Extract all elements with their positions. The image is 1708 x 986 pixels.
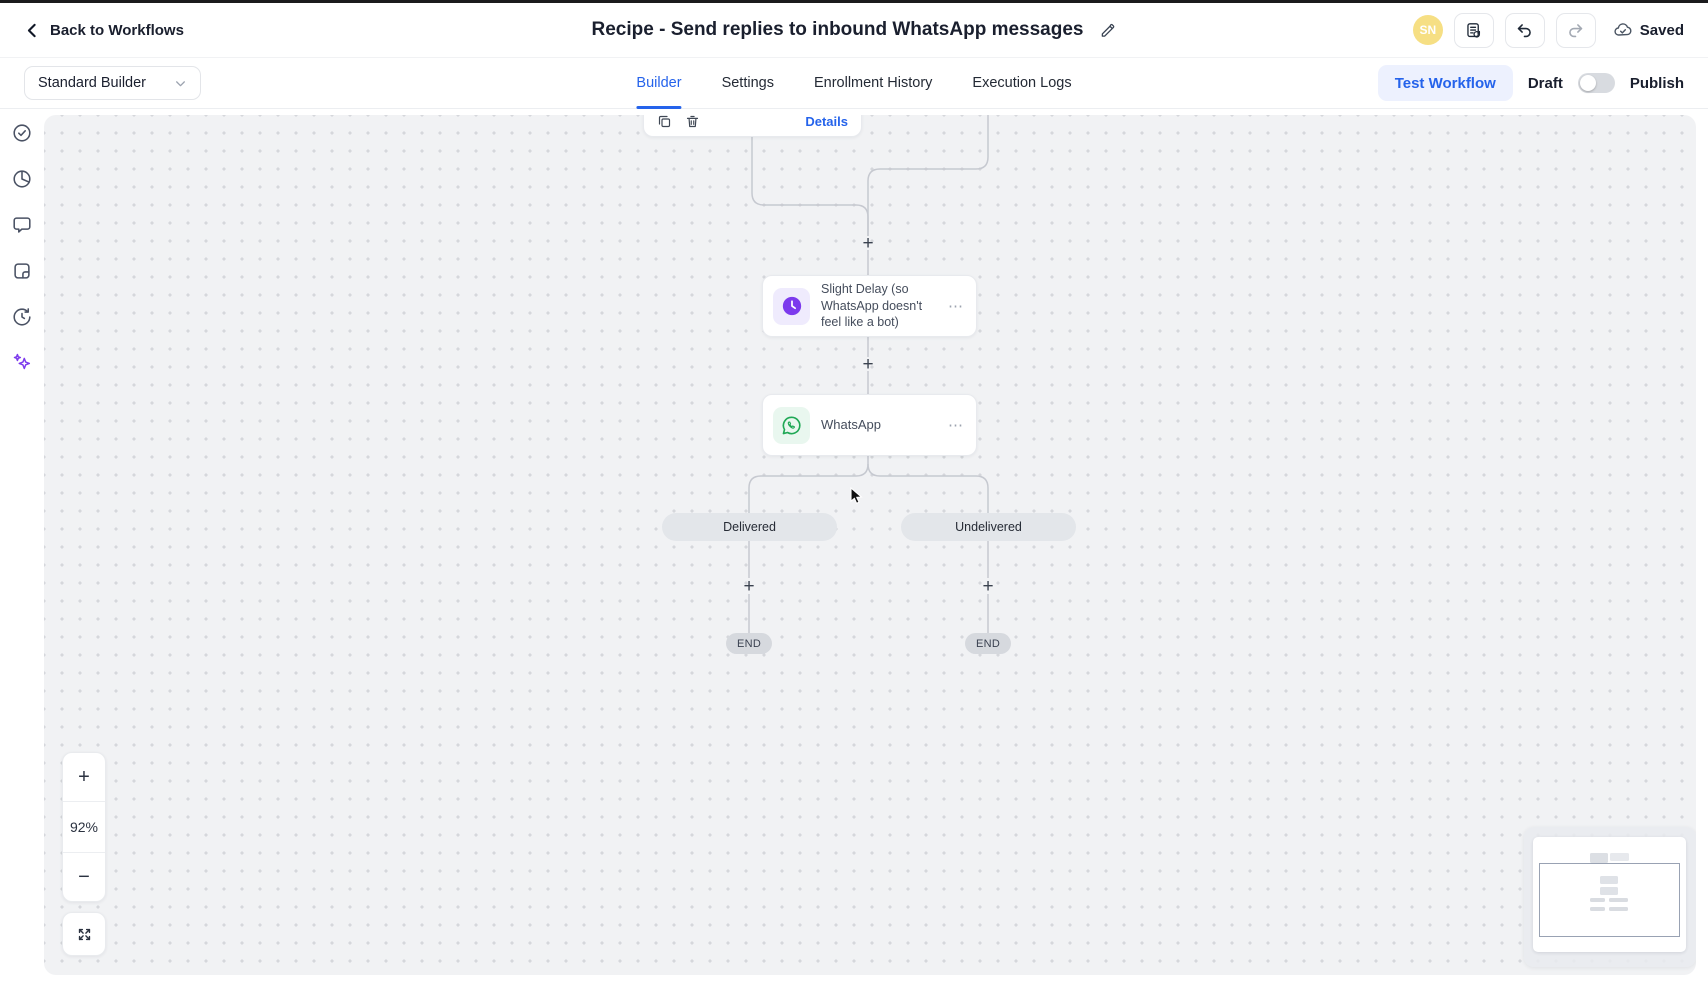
minimap-node (1600, 887, 1618, 895)
saved-label: Saved (1639, 21, 1684, 39)
minimap-node (1600, 876, 1618, 884)
end-node: END (726, 633, 772, 654)
node-menu-button[interactable]: ⋯ (948, 417, 964, 434)
undo-button[interactable] (1504, 12, 1545, 48)
tab-builder[interactable]: Builder (636, 58, 682, 109)
minimap-node (1590, 907, 1605, 911)
minimap-node (1610, 853, 1629, 861)
add-step-button[interactable]: + (743, 575, 755, 597)
edit-pencil-icon[interactable] (1099, 22, 1116, 39)
minimap-node (1609, 898, 1628, 902)
undo-icon (1518, 23, 1532, 37)
chevron-left-icon (27, 23, 36, 37)
workflow-tabs: Builder Settings Enrollment History Exec… (636, 58, 1072, 109)
minimap-node (1590, 853, 1608, 863)
node-title: WhatsApp (821, 417, 881, 433)
comments-icon[interactable] (11, 214, 33, 236)
tab-execution-logs[interactable]: Execution Logs (972, 75, 1072, 91)
analytics-pie-icon[interactable] (11, 168, 33, 190)
toolbar-actions: Test Workflow Draft Publish (1377, 65, 1684, 101)
branch-undelivered[interactable]: Undelivered (901, 513, 1076, 541)
save-status: Saved (1613, 20, 1684, 40)
version-history-button[interactable] (1453, 12, 1494, 48)
trash-icon[interactable] (685, 115, 700, 129)
history-icon[interactable] (11, 306, 33, 328)
workflow-title: Recipe - Send replies to inbound WhatsAp… (591, 19, 1084, 40)
window-top-edge (0, 0, 1708, 3)
workflow-title-area: Recipe - Send replies to inbound WhatsAp… (592, 19, 1117, 41)
add-step-button[interactable]: + (862, 353, 874, 375)
minimap-viewport[interactable] (1539, 863, 1680, 937)
test-workflow-button[interactable]: Test Workflow (1377, 65, 1513, 101)
zoom-level: 92% (63, 801, 105, 853)
zoom-in-button[interactable]: + (78, 765, 90, 788)
node-menu-button[interactable]: ⋯ (948, 298, 964, 315)
ai-assistant-icon[interactable] (11, 352, 33, 374)
redo-button[interactable] (1555, 12, 1596, 48)
details-link[interactable]: Details (805, 115, 848, 129)
minimap[interactable] (1524, 827, 1696, 967)
node-slight-delay[interactable]: Slight Delay (so WhatsApp doesn't feel l… (762, 275, 977, 337)
minimap-node (1609, 907, 1628, 911)
mouse-cursor (850, 487, 863, 505)
workflow-canvas[interactable]: Details + + + + Slight Delay (so WhatsAp… (44, 115, 1696, 975)
chevron-down-icon (176, 80, 185, 86)
copy-icon[interactable] (657, 115, 672, 129)
whatsapp-icon (773, 406, 810, 444)
end-node: END (965, 633, 1011, 654)
draft-label: Draft (1527, 74, 1563, 92)
minimap-node (1590, 898, 1605, 902)
builder-mode-select[interactable]: Standard Builder (24, 66, 202, 100)
avatar[interactable]: SN (1412, 15, 1443, 45)
trigger-node-actions: Details (657, 115, 848, 129)
notes-icon[interactable] (11, 260, 33, 282)
zoom-controls: + 92% − (62, 752, 106, 902)
builder-mode-value: Standard Builder (38, 75, 147, 91)
trigger-node-partial[interactable]: Details (643, 115, 862, 137)
back-to-workflows-button[interactable]: Back to Workflows (24, 22, 184, 39)
redo-icon (1569, 23, 1583, 37)
add-step-button[interactable]: + (982, 575, 994, 597)
back-label: Back to Workflows (50, 21, 184, 39)
expand-icon (78, 928, 90, 940)
publish-label: Publish (1629, 74, 1684, 92)
add-step-button[interactable]: + (862, 232, 874, 254)
header-actions: SN Saved (1412, 12, 1684, 48)
delay-clock-icon (773, 287, 810, 325)
cloud-check-icon (1614, 23, 1632, 36)
main-area: Details + + + + Slight Delay (so WhatsAp… (0, 109, 1708, 986)
minimap-panel (1533, 837, 1686, 952)
checklist-icon[interactable] (11, 122, 33, 144)
publish-toggle[interactable] (1577, 73, 1615, 93)
tab-enrollment-history[interactable]: Enrollment History (813, 75, 933, 91)
left-icon-rail (0, 109, 44, 986)
fit-view-button[interactable] (62, 912, 106, 956)
app-header: Back to Workflows Recipe - Send replies … (0, 3, 1708, 57)
node-whatsapp[interactable]: WhatsApp ⋯ (762, 394, 977, 456)
document-refresh-icon (1467, 22, 1481, 38)
zoom-out-button[interactable]: − (78, 865, 90, 888)
builder-toolbar: Standard Builder Builder Settings Enroll… (0, 57, 1708, 109)
node-title: Slight Delay (so WhatsApp doesn't feel l… (821, 281, 923, 330)
tab-settings[interactable]: Settings (721, 75, 774, 91)
branch-delivered[interactable]: Delivered (662, 513, 837, 541)
toggle-knob (1579, 75, 1596, 91)
